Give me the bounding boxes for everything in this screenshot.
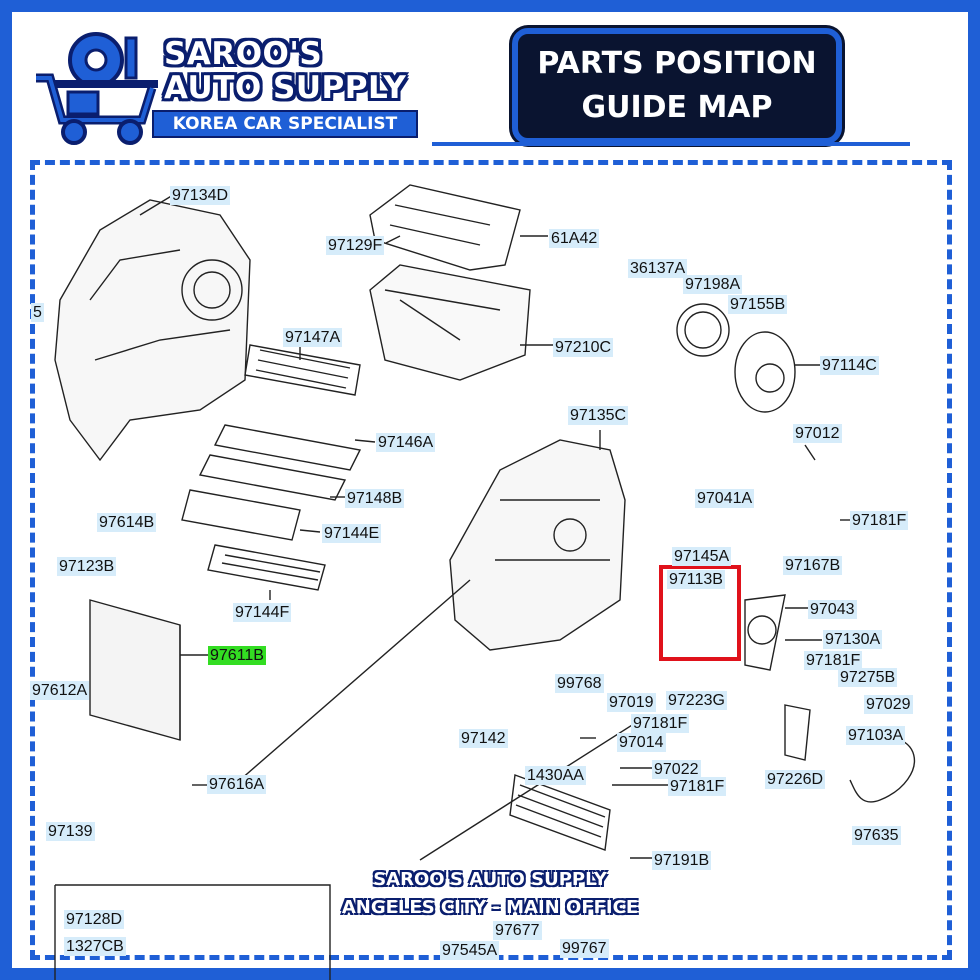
part-label[interactable]: 97144F [233,603,292,622]
part-label[interactable]: 99767 [560,939,609,958]
part-label[interactable]: 97198A [683,275,743,294]
part-label[interactable]: 97144E [322,524,382,543]
part-label[interactable]: 97043 [808,600,857,619]
office-line2: ANGELES CITY - MAIN OFFICE [341,897,639,918]
part-label[interactable]: 61A42 [549,229,600,248]
page-title: PARTS POSITION GUIDE MAP [512,28,842,144]
brand-logo: SAROO'S AUTO SUPPLY KOREA CAR SPECIALIST [34,28,418,148]
part-label[interactable]: 97191B [652,851,712,870]
part-label[interactable]: 97135C [568,406,629,425]
part-label[interactable]: 97022 [652,760,701,779]
part-label[interactable]: 97181F [668,777,727,796]
part-label[interactable]: 97635 [852,826,901,845]
part-label[interactable]: 97677 [493,921,542,940]
part-label[interactable]: 97019 [607,693,656,712]
part-label[interactable]: 97134D [170,186,231,205]
brand-line2: AUTO SUPPLY [164,70,407,106]
part-label[interactable]: 97223G [666,691,727,710]
part-label[interactable]: 97012 [793,424,842,443]
part-label[interactable]: 97128D [64,910,125,929]
part-label[interactable]: 97614B [97,513,157,532]
part-label[interactable]: 97103A [846,726,906,745]
part-label[interactable]: 97114C [820,356,879,375]
part-label[interactable]: 1327CB [64,937,126,956]
part-label[interactable]: 97147A [283,328,343,347]
part-label[interactable]: 97146A [376,433,436,452]
part-label[interactable]: 97275B [838,668,898,687]
part-label[interactable]: 97181F [631,714,690,733]
cart-logo-icon [36,32,158,145]
title-line1: PARTS POSITION [537,46,817,81]
title-line2: GUIDE MAP [581,90,773,125]
part-label[interactable]: 97226D [765,770,826,789]
part-label[interactable]: 97142 [459,729,508,748]
part-label[interactable]: 97123B [57,557,117,576]
part-label[interactable]: 97129F [326,236,385,255]
part-label[interactable]: 5 [31,303,44,322]
part-label[interactable]: 97145A [672,547,732,566]
part-label[interactable]: 97545A [440,941,500,960]
highlight-box [659,565,741,661]
part-label[interactable]: 97210C [553,338,614,357]
title-underline [432,142,910,146]
part-label[interactable]: 97130A [823,630,883,649]
part-label[interactable]: 97155B [728,295,788,314]
part-label[interactable]: 97612A [30,681,90,700]
office-line1: SAROO'S AUTO SUPPLY [373,869,607,890]
part-label[interactable]: 97181F [850,511,909,530]
part-label[interactable]: 99768 [555,674,604,693]
brand-tagline: KOREA CAR SPECIALIST [152,110,418,138]
highlighted-part-label[interactable]: 97611B [208,646,266,665]
part-label[interactable]: 97029 [864,695,913,714]
part-label[interactable]: 97139 [46,822,95,841]
brand-line1: SAROO'S [164,36,323,72]
office-caption: SAROO'S AUTO SUPPLY ANGELES CITY - MAIN … [330,866,650,922]
part-label[interactable]: 97148B [345,489,405,508]
part-label[interactable]: 97041A [695,489,755,508]
part-label[interactable]: 97167B [783,556,843,575]
part-label[interactable]: 97181F [804,651,863,670]
part-label[interactable]: 1430AA [525,766,586,785]
part-label[interactable]: 97014 [617,733,666,752]
part-label[interactable]: 36137A [628,259,688,278]
part-label[interactable]: 97113B [667,570,725,589]
part-label[interactable]: 97616A [207,775,267,794]
